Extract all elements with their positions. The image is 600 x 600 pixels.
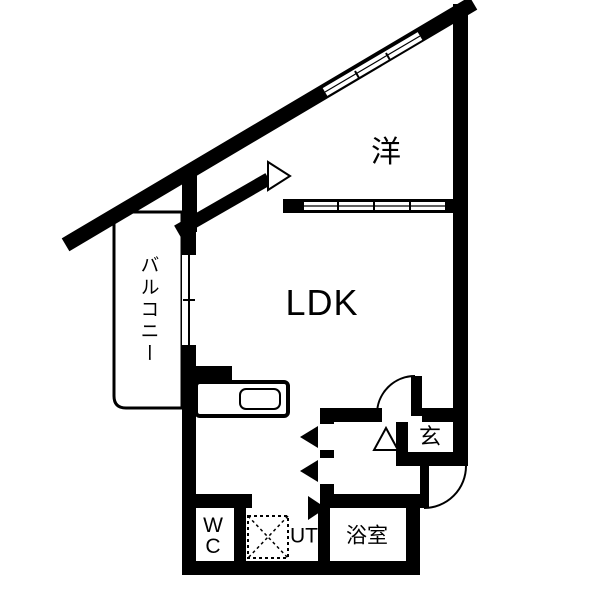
bathroom-door-marker	[308, 496, 326, 520]
front-door-leaf	[420, 466, 429, 508]
balcony-label: バルコニー	[137, 255, 159, 365]
ldk-south-wall-right	[422, 408, 468, 422]
closet-door-opening-upper	[320, 424, 334, 450]
washer-pan-diagonal	[247, 515, 289, 559]
entrance-step-marker	[372, 425, 400, 451]
right-exterior-wall	[453, 4, 468, 466]
door-direction-marker-lower	[300, 460, 318, 482]
sanitary-right-wall	[406, 494, 420, 575]
sanitary-top-wall-left	[182, 494, 252, 508]
utility-bathroom-wall	[318, 508, 330, 561]
diagonal-window-tick	[354, 70, 360, 79]
diagonal-window-glass-line	[324, 35, 421, 93]
entrance-south-wall	[396, 452, 468, 466]
utility-label: UT	[290, 524, 318, 548]
wc-label: W C	[203, 514, 223, 558]
entrance-label: 玄	[418, 424, 442, 449]
interior-door-swing-arc	[376, 375, 416, 415]
wc-utility-wall	[234, 508, 246, 561]
bottom-exterior-wall	[182, 561, 420, 575]
ldk-south-wall-left	[320, 408, 382, 422]
diagonal-window-tick	[385, 52, 391, 61]
kitchen-sink	[239, 388, 281, 410]
kitchen-wall-stub	[194, 366, 232, 382]
wall-junction-top-left	[182, 170, 197, 232]
interior-door-leaf	[411, 376, 422, 416]
washer-pan-diagonal	[247, 515, 289, 559]
ldk-label: LDK	[285, 282, 359, 323]
western-room-door-marker	[267, 160, 292, 192]
washing-machine-pan	[247, 515, 289, 559]
western-room-label: 洋	[371, 136, 401, 169]
door-direction-marker-upper	[300, 426, 318, 448]
closet-door-opening-lower	[320, 458, 334, 484]
bathroom-label: 浴室	[346, 524, 388, 548]
sanitary-top-wall-right	[326, 494, 420, 508]
front-door-swing-arc	[423, 465, 467, 509]
